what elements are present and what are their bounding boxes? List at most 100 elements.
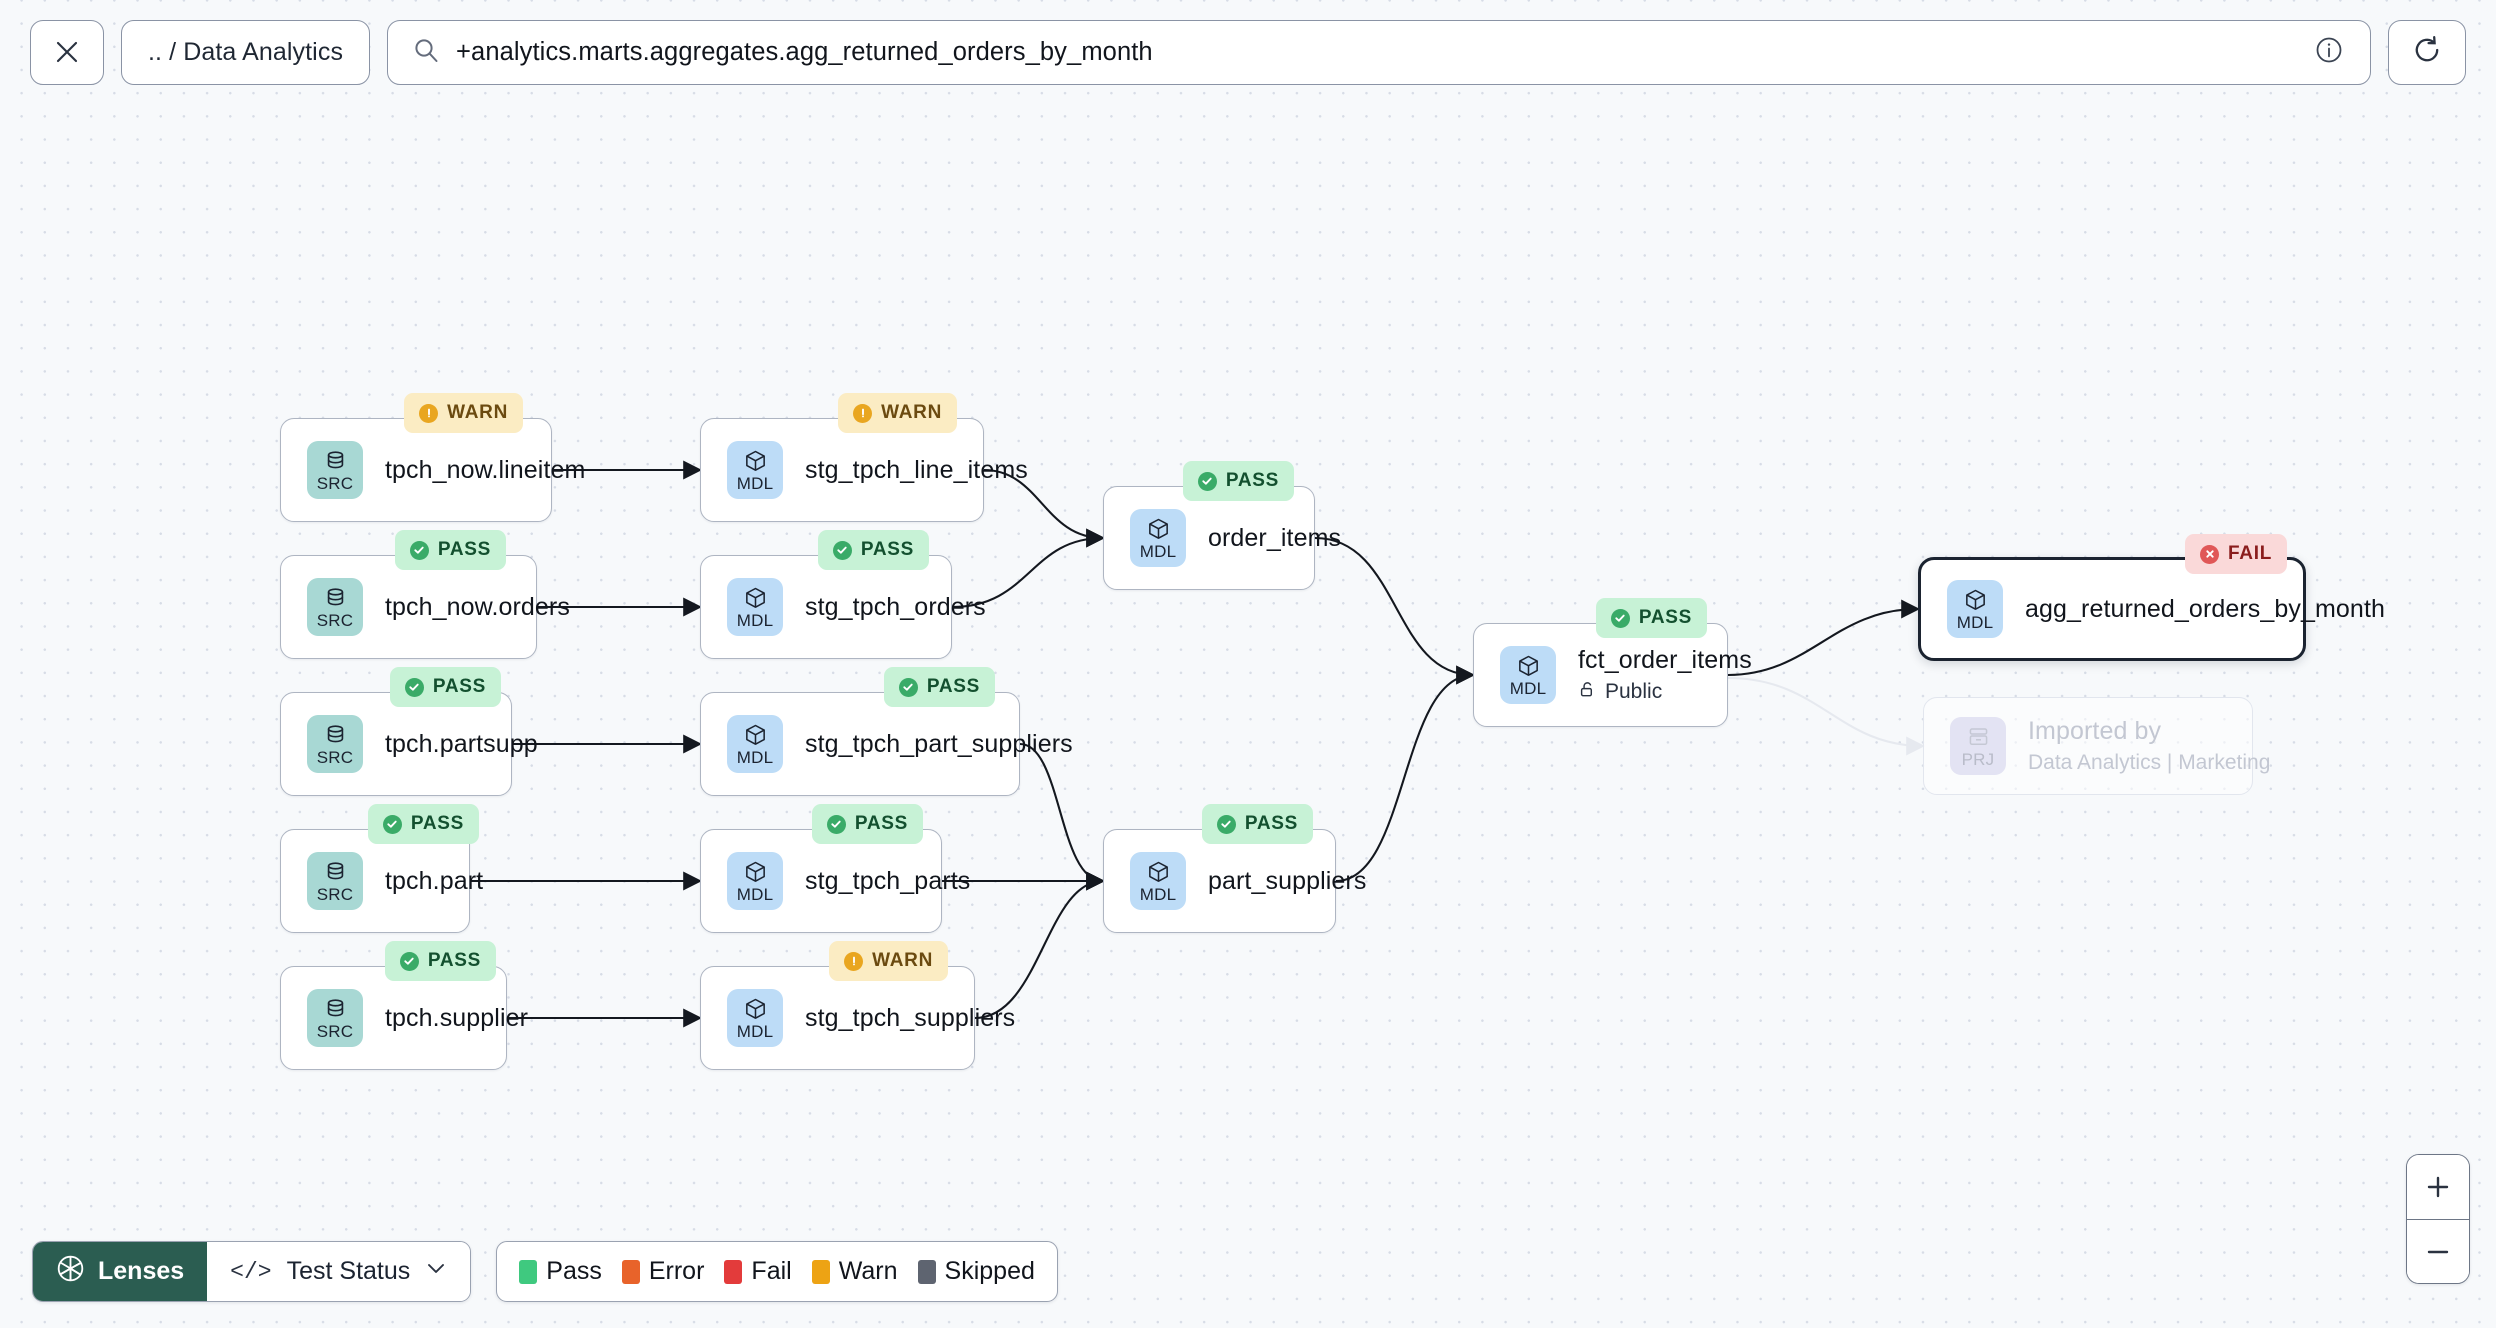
graph-node-imported_by_project[interactable]: PRJ Imported by Data Analytics | Marketing: [1923, 697, 2270, 795]
node-title: stg_tpch_part_suppliers: [805, 729, 1073, 758]
node-kind-label: MDL: [1139, 541, 1177, 561]
bottom-toolbar: Lenses </> Test Status Pass Error Fail Warn…: [32, 1241, 1058, 1302]
node-body: tpch.partsupp: [385, 730, 538, 759]
node-kind-label: SRC: [316, 473, 354, 493]
breadcrumb[interactable]: .. / Data Analytics: [121, 19, 371, 85]
node-kind-label: SRC: [316, 884, 354, 904]
close-button[interactable]: [30, 19, 104, 85]
info-icon[interactable]: [2314, 35, 2344, 70]
status-badge-pass[interactable]: PASS: [883, 667, 995, 707]
cube-icon: MDL: [727, 989, 783, 1047]
database-icon: SRC: [307, 715, 363, 773]
refresh-button[interactable]: [2388, 19, 2466, 85]
status-icon: [844, 951, 864, 971]
status-icon: [404, 677, 424, 697]
status-badge-label: PASS: [926, 676, 980, 697]
cube-icon: MDL: [727, 578, 783, 636]
status-icon: [1216, 814, 1236, 834]
status-badge-pass[interactable]: PASS: [384, 941, 496, 981]
legend-item-warn[interactable]: Warn: [811, 1257, 898, 1286]
status-badge-pass[interactable]: PASS: [394, 530, 506, 570]
lenses-button[interactable]: Lenses: [33, 1242, 208, 1301]
node-kind-label: MDL: [736, 747, 774, 767]
graph-node-stg_tpch_orders[interactable]: MDL stg_tpch_orders PASS: [700, 530, 986, 659]
cube-icon: MDL: [727, 715, 783, 773]
cube-icon: MDL: [1947, 580, 2003, 638]
node-kind-label: SRC: [316, 747, 354, 767]
aperture-icon: [56, 1254, 85, 1290]
status-badge-label: PASS: [437, 539, 491, 560]
node-kind-label: MDL: [1139, 884, 1177, 904]
status-badge-label: PASS: [1225, 470, 1279, 491]
status-icon: [853, 403, 873, 423]
node-body: Imported by Data Analytics | Marketing: [2028, 717, 2270, 775]
status-badge-label: WARN: [447, 402, 508, 423]
status-badge-label: WARN: [872, 950, 933, 971]
status-badge-pass[interactable]: PASS: [811, 804, 923, 844]
zoom-in-button[interactable]: [2407, 1155, 2469, 1219]
lenses-group: Lenses </> Test Status: [32, 1241, 472, 1302]
top-toolbar: .. / Data Analytics +analytics.marts.agg…: [0, 0, 2496, 104]
status-badge-label: PASS: [410, 813, 464, 834]
database-icon: SRC: [307, 441, 363, 499]
refresh-icon: [2411, 34, 2443, 71]
node-body: tpch.supplier: [385, 1004, 528, 1033]
status-icon: [2200, 544, 2220, 564]
zoom-out-button[interactable]: [2407, 1219, 2469, 1283]
status-badge-warn[interactable]: WARN: [838, 393, 957, 433]
node-subtitle-label: Data Analytics | Marketing: [2028, 751, 2271, 774]
status-badge-pass[interactable]: PASS: [389, 667, 501, 707]
status-icon: [419, 403, 439, 423]
node-body: stg_tpch_orders: [805, 593, 986, 622]
test-status-dropdown[interactable]: </> Test Status: [207, 1242, 471, 1301]
node-subtitle: Data Analytics | Marketing: [2028, 751, 2270, 775]
legend-item-skipped[interactable]: Skipped: [917, 1257, 1035, 1286]
graph-node-agg_returned_orders_by_month[interactable]: MDL agg_returned_orders_by_month FAIL: [1918, 534, 2385, 661]
status-badge-pass[interactable]: PASS: [367, 804, 479, 844]
test-status-label: Test Status: [286, 1257, 411, 1285]
legend-item-fail[interactable]: Fail: [724, 1257, 792, 1286]
lenses-label: Lenses: [98, 1257, 185, 1285]
legend-item-pass[interactable]: Pass: [519, 1257, 602, 1286]
cube-icon: MDL: [1130, 852, 1186, 910]
search-input[interactable]: +analytics.marts.aggregates.agg_returned…: [456, 37, 1153, 66]
legend-label: Warn: [838, 1257, 898, 1285]
search-bar[interactable]: +analytics.marts.aggregates.agg_returned…: [387, 19, 2371, 85]
node-body: agg_returned_orders_by_month: [2025, 595, 2385, 624]
plus-icon: [2424, 1173, 2452, 1201]
database-icon: SRC: [307, 578, 363, 636]
graph-node-tpch_now_orders[interactable]: SRC tpch_now.orders PASS: [280, 530, 570, 659]
node-kind-label: MDL: [736, 884, 774, 904]
status-badge-pass[interactable]: PASS: [817, 530, 929, 570]
node-body: tpch_now.orders: [385, 593, 570, 622]
status-badge-pass[interactable]: PASS: [1595, 598, 1707, 638]
legend-item-error[interactable]: Error: [621, 1257, 704, 1286]
graph-node-tpch_partsupp[interactable]: SRC tpch.partsupp PASS: [280, 667, 538, 796]
status-badge-pass[interactable]: PASS: [1182, 461, 1294, 501]
status-badge-warn[interactable]: WARN: [404, 393, 523, 433]
breadcrumb-label: .. / Data Analytics: [148, 37, 344, 66]
graph-node-stg_tpch_part_suppliers[interactable]: MDL stg_tpch_part_suppliers PASS: [700, 667, 1073, 796]
legend-swatch: [519, 1259, 538, 1284]
status-badge-label: PASS: [1244, 813, 1298, 834]
status-icon: [832, 540, 852, 560]
node-kind-label: PRJ: [1961, 749, 1995, 769]
database-icon: SRC: [307, 852, 363, 910]
status-badge-fail[interactable]: FAIL: [2185, 534, 2287, 574]
node-title: Imported by: [2028, 717, 2162, 745]
status-badge-pass[interactable]: PASS: [1201, 804, 1313, 844]
status-badge-warn[interactable]: WARN: [829, 941, 948, 981]
node-body: stg_tpch_line_items: [805, 456, 1028, 485]
